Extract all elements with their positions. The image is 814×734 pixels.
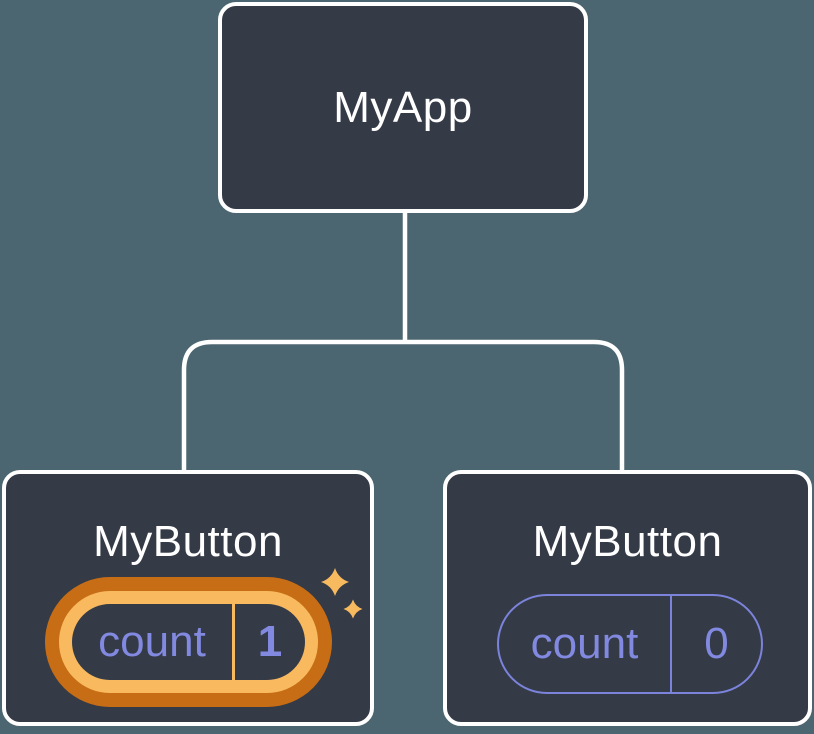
state-key: count — [98, 617, 206, 666]
root-component-node: MyApp — [218, 2, 588, 213]
state-value: 1 — [257, 617, 283, 666]
state-key: count — [530, 619, 639, 668]
connector-branch — [181, 339, 625, 470]
child-component-label: MyButton — [93, 517, 283, 566]
child-component-node-left: MyButton count 1 — [2, 470, 374, 726]
state-pill-body: count 1 — [72, 604, 305, 680]
state-pill-highlighted: count 1 — [45, 577, 332, 707]
root-component-label: MyApp — [333, 82, 473, 132]
child-component-node-right: MyButton count 0 — [443, 470, 812, 726]
state-value: 0 — [704, 619, 729, 668]
child-component-label: MyButton — [532, 517, 723, 566]
state-pill-divider — [232, 604, 235, 680]
state-pill-highlight-ring: count 1 — [59, 591, 318, 693]
state-pill-divider — [670, 596, 672, 692]
state-pill-plain: count 0 — [497, 594, 763, 694]
